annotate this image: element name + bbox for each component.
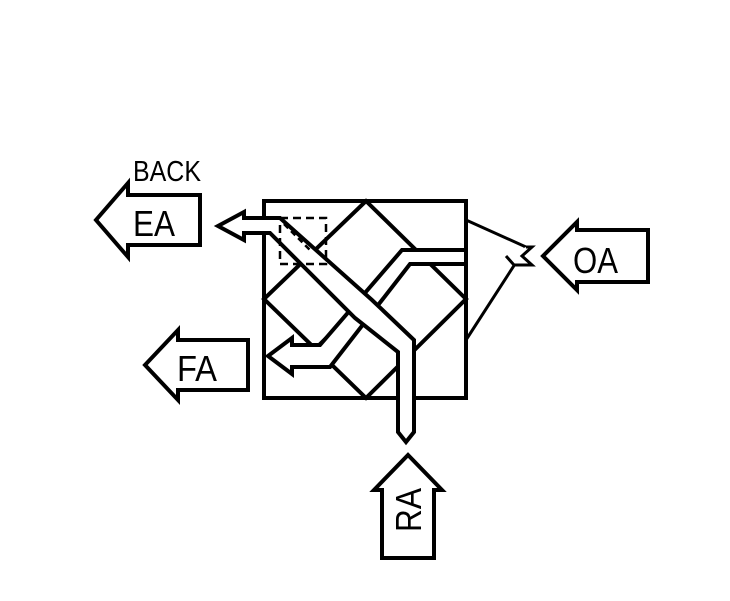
ra-label: RA — [388, 488, 429, 532]
fa-arrow-shape — [142, 324, 250, 406]
ra-arrow-shape — [369, 452, 447, 560]
return-air-channel — [213, 208, 416, 446]
ra-arrow: RA — [369, 452, 447, 560]
oa-arrow: OA — [540, 217, 650, 295]
fa-arrow: FA — [142, 324, 250, 406]
ea-arrow: EA — [93, 177, 202, 263]
exchanger-core — [261, 198, 469, 401]
ea-label: EA — [133, 203, 175, 244]
bypass-damper — [278, 216, 328, 266]
fa-label: FA — [177, 348, 217, 389]
oa-arrow-shape — [540, 217, 650, 295]
inlet-hood-notch — [504, 245, 536, 267]
oa-label: OA — [573, 240, 618, 281]
ea-arrow-shape — [93, 177, 202, 263]
bypass-damper-diagonal — [283, 223, 313, 253]
inlet-hood — [464, 218, 529, 341]
back-label: BACK — [133, 156, 202, 188]
